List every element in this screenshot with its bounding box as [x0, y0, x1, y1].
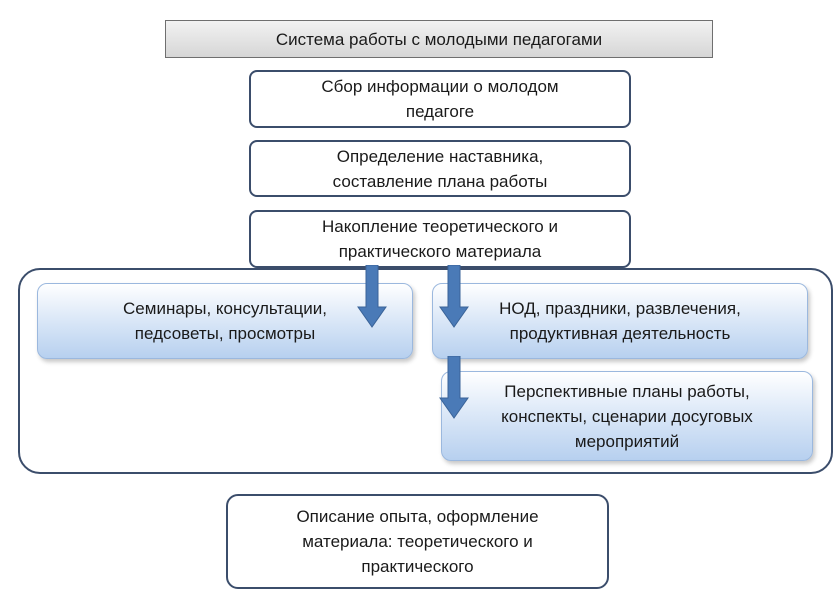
- activity-events: НОД, праздники, развлечения, продуктивна…: [432, 283, 808, 359]
- step-accumulate-material: Накопление теоретического и практическог…: [249, 210, 631, 268]
- activity-seminars: Семинары, консультации, педсоветы, просм…: [37, 283, 413, 359]
- diagram-title: Система работы с молодыми педагогами: [165, 20, 713, 58]
- down-arrow-left-icon: [357, 265, 387, 328]
- step-describe-experience: Описание опыта, оформление материала: те…: [226, 494, 609, 589]
- activities-group: [18, 268, 833, 474]
- activity-plans: Перспективные планы работы, конспекты, с…: [441, 371, 813, 461]
- step-assign-mentor: Определение наставника, составление план…: [249, 140, 631, 197]
- down-arrow-lower-icon: [439, 356, 469, 419]
- step-collect-info: Сбор информации о молодом педагоге: [249, 70, 631, 128]
- down-arrow-middle-icon: [439, 265, 469, 328]
